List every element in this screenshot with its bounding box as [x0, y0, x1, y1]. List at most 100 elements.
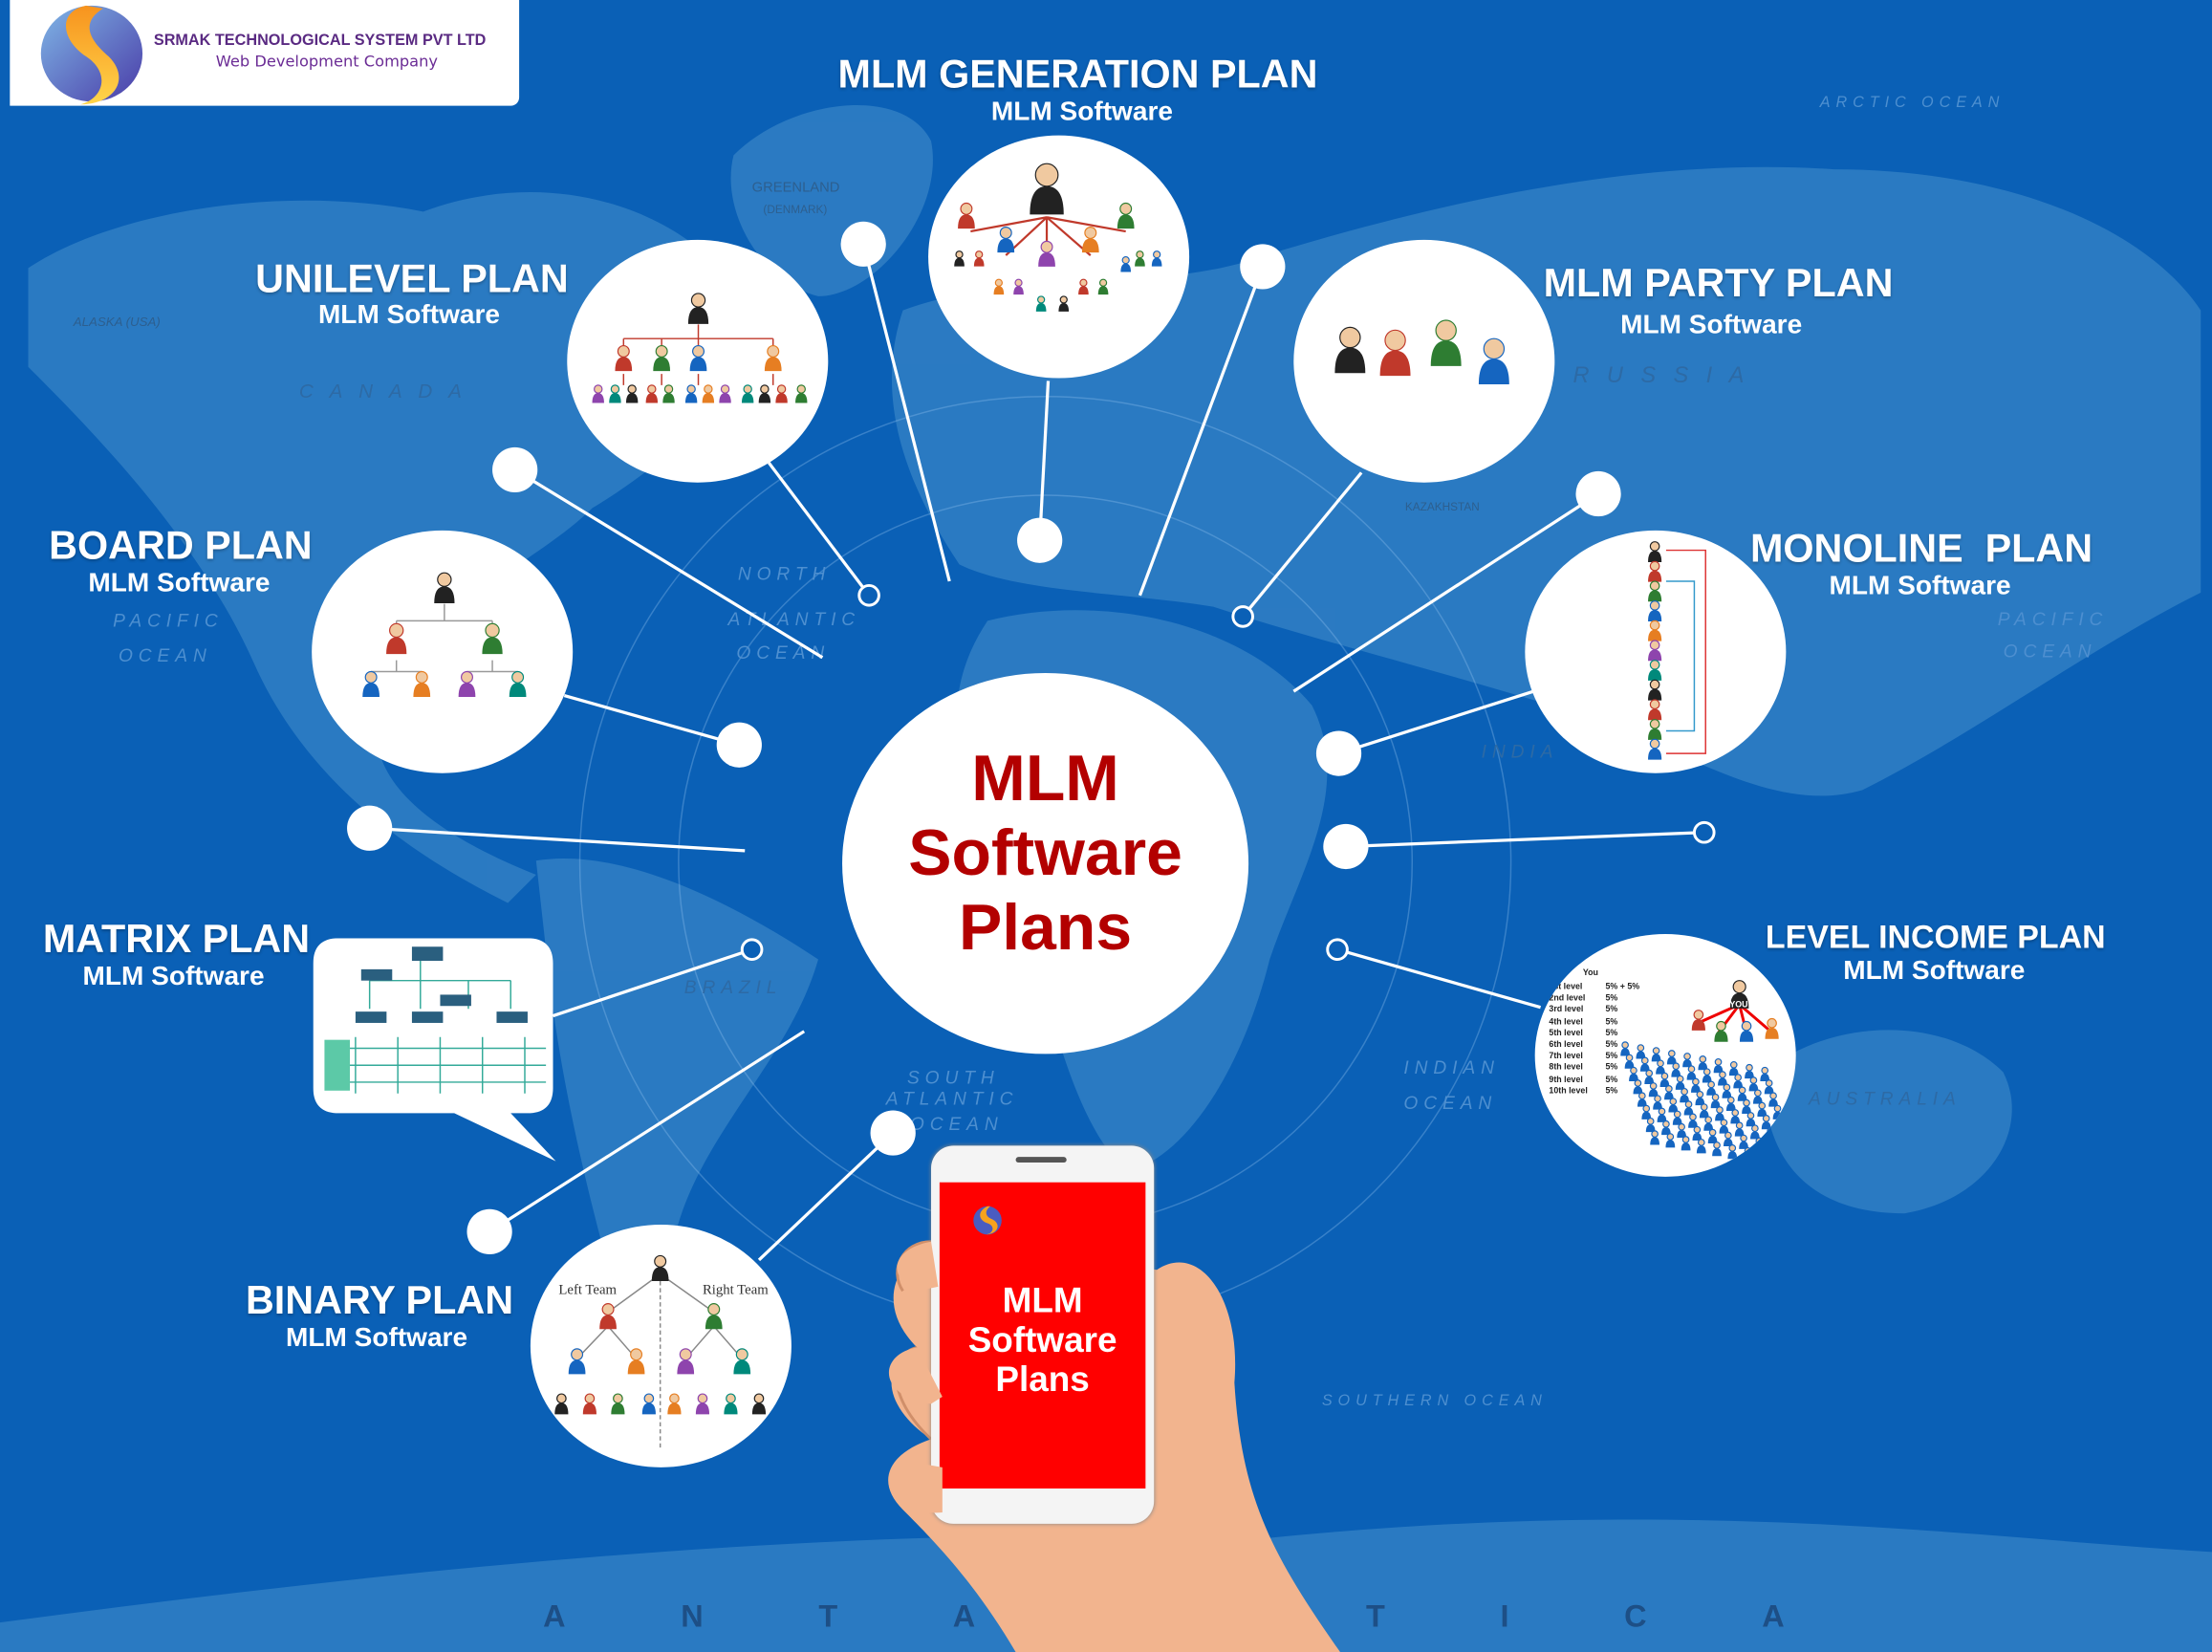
person-icon: [1702, 1068, 1712, 1083]
person-icon: [1746, 1112, 1756, 1127]
map-label-southern-ocean: SOUTHERN OCEAN: [1321, 1392, 1548, 1410]
person-icon: [1668, 1098, 1679, 1113]
connector-dot: [716, 722, 762, 768]
generation-plan-image[interactable]: [928, 135, 1190, 379]
center-title-line1: MLM: [971, 740, 1119, 815]
company-logo-banner[interactable]: SRMAK TECHNOLOGICAL SYSTEM PVT LTD Web D…: [10, 0, 520, 106]
person-icon: [1030, 163, 1064, 215]
center-title-line3: Plans: [958, 890, 1133, 964]
person-icon: [1478, 337, 1509, 385]
person-icon: [1723, 1131, 1733, 1146]
person-icon: [1691, 1077, 1701, 1093]
map-label-russia: R U S S I A: [1572, 363, 1750, 388]
monoline-plan-image[interactable]: [1525, 530, 1787, 773]
party-plan-image[interactable]: [1293, 239, 1555, 483]
person-icon: [1334, 326, 1366, 374]
matrix-plan-image[interactable]: [313, 938, 596, 1178]
board-plan-image[interactable]: [312, 530, 574, 773]
binary-plan-title: BINARY PLAN: [245, 1278, 514, 1322]
person-icon: [1430, 319, 1462, 366]
person-icon: [1651, 1047, 1661, 1062]
phone-speaker: [1015, 1157, 1067, 1163]
unilevel-plan-image[interactable]: [567, 239, 829, 483]
person-icon: [615, 344, 633, 372]
monoline-plan-subtitle: MLM Software: [1829, 571, 2011, 601]
person-icon: [1765, 1017, 1779, 1039]
person-icon: [1661, 1119, 1671, 1136]
person-icon: [1745, 1063, 1754, 1079]
person-icon: [1648, 620, 1662, 641]
unilevel-plan-subtitle: MLM Software: [317, 300, 501, 331]
person-icon: [1648, 738, 1662, 760]
person-icon: [592, 384, 604, 403]
person-icon: [1682, 1053, 1692, 1068]
person-icon: [1760, 1066, 1770, 1082]
person-icon: [1629, 1066, 1638, 1082]
map-label-australia: AUSTRALIA: [1808, 1087, 1962, 1109]
map-label-indian-ocean: OCEAN: [1403, 1092, 1498, 1114]
map-label-south-atlantic: ATLANTIC: [885, 1087, 1019, 1109]
person-icon: [1752, 1089, 1763, 1104]
map-label-pacific: PACIFIC: [113, 609, 224, 631]
person-icon: [1699, 1103, 1709, 1119]
person-icon: [1078, 278, 1089, 295]
person-icon: [1737, 1086, 1747, 1101]
person-icon: [1117, 202, 1135, 229]
map-label-kazakhstan: KAZAKHSTAN: [1404, 500, 1480, 514]
person-icon: [611, 1393, 625, 1415]
generation-network-illustration: [954, 163, 1162, 312]
unilevel-tree-illustration: [592, 293, 808, 403]
person-icon: [1665, 1133, 1676, 1148]
person-icon: [1696, 1139, 1706, 1154]
binary-plan-image[interactable]: Left Team Right Team: [530, 1224, 792, 1467]
person-icon: [1706, 1080, 1717, 1096]
person-icon: [1733, 1074, 1744, 1089]
person-icon: [1657, 1107, 1667, 1122]
person-icon: [1120, 256, 1132, 272]
connector-dot: [840, 221, 886, 267]
jumping-people-illustration: [1334, 319, 1509, 385]
person-icon: [702, 384, 715, 403]
eurasia-land: [891, 166, 2201, 796]
generation-plan-title: MLM GENERATION PLAN: [837, 52, 1318, 97]
person-icon: [1648, 541, 1662, 562]
map-label-indian: INDIAN: [1403, 1056, 1500, 1078]
person-icon: [733, 1348, 751, 1375]
company-name: SRMAK TECHNOLOGICAL SYSTEM PVT LTD: [153, 32, 487, 50]
person-icon: [973, 250, 985, 267]
person-icon: [1748, 1076, 1759, 1092]
person-icon: [1664, 1085, 1674, 1100]
person-icon: [1789, 1155, 1796, 1171]
person-icon: [1639, 1056, 1650, 1072]
matrix-plan-subtitle: MLM Software: [82, 962, 265, 992]
person-icon: [1757, 1101, 1767, 1117]
person-icon: [362, 670, 380, 698]
person-icon: [1710, 1093, 1721, 1109]
person-icon: [1703, 1116, 1714, 1131]
person-icon: [662, 384, 675, 403]
person-icon: [954, 250, 965, 267]
person-icon: [667, 1393, 682, 1415]
level-income-plan-title: LEVEL INCOME PLAN: [1765, 918, 2106, 956]
person-icon: [1680, 1087, 1689, 1103]
map-label-arctic-ocean: ARCTIC OCEAN: [1819, 94, 2006, 112]
person-icon: [641, 1393, 656, 1415]
person-icon: [625, 384, 639, 403]
person-icon: [1750, 1124, 1760, 1140]
phone-text-line1: MLM: [1002, 1281, 1083, 1321]
map-label-canada: C A N A D A: [298, 379, 467, 402]
person-icon: [609, 384, 621, 403]
south-america-land: [535, 858, 818, 1321]
center-title-circle: MLM Software Plans: [842, 672, 1249, 1054]
person-icon: [645, 384, 659, 403]
person-icon: [1774, 1152, 1784, 1168]
person-icon: [434, 572, 455, 604]
phone-screen[interactable]: MLM Software Plans: [939, 1182, 1146, 1489]
person-icon: [758, 384, 771, 403]
person-icon: [1648, 640, 1662, 662]
map-label-brazil: BRAZIL: [683, 976, 783, 998]
connector-dot: [466, 1208, 512, 1254]
